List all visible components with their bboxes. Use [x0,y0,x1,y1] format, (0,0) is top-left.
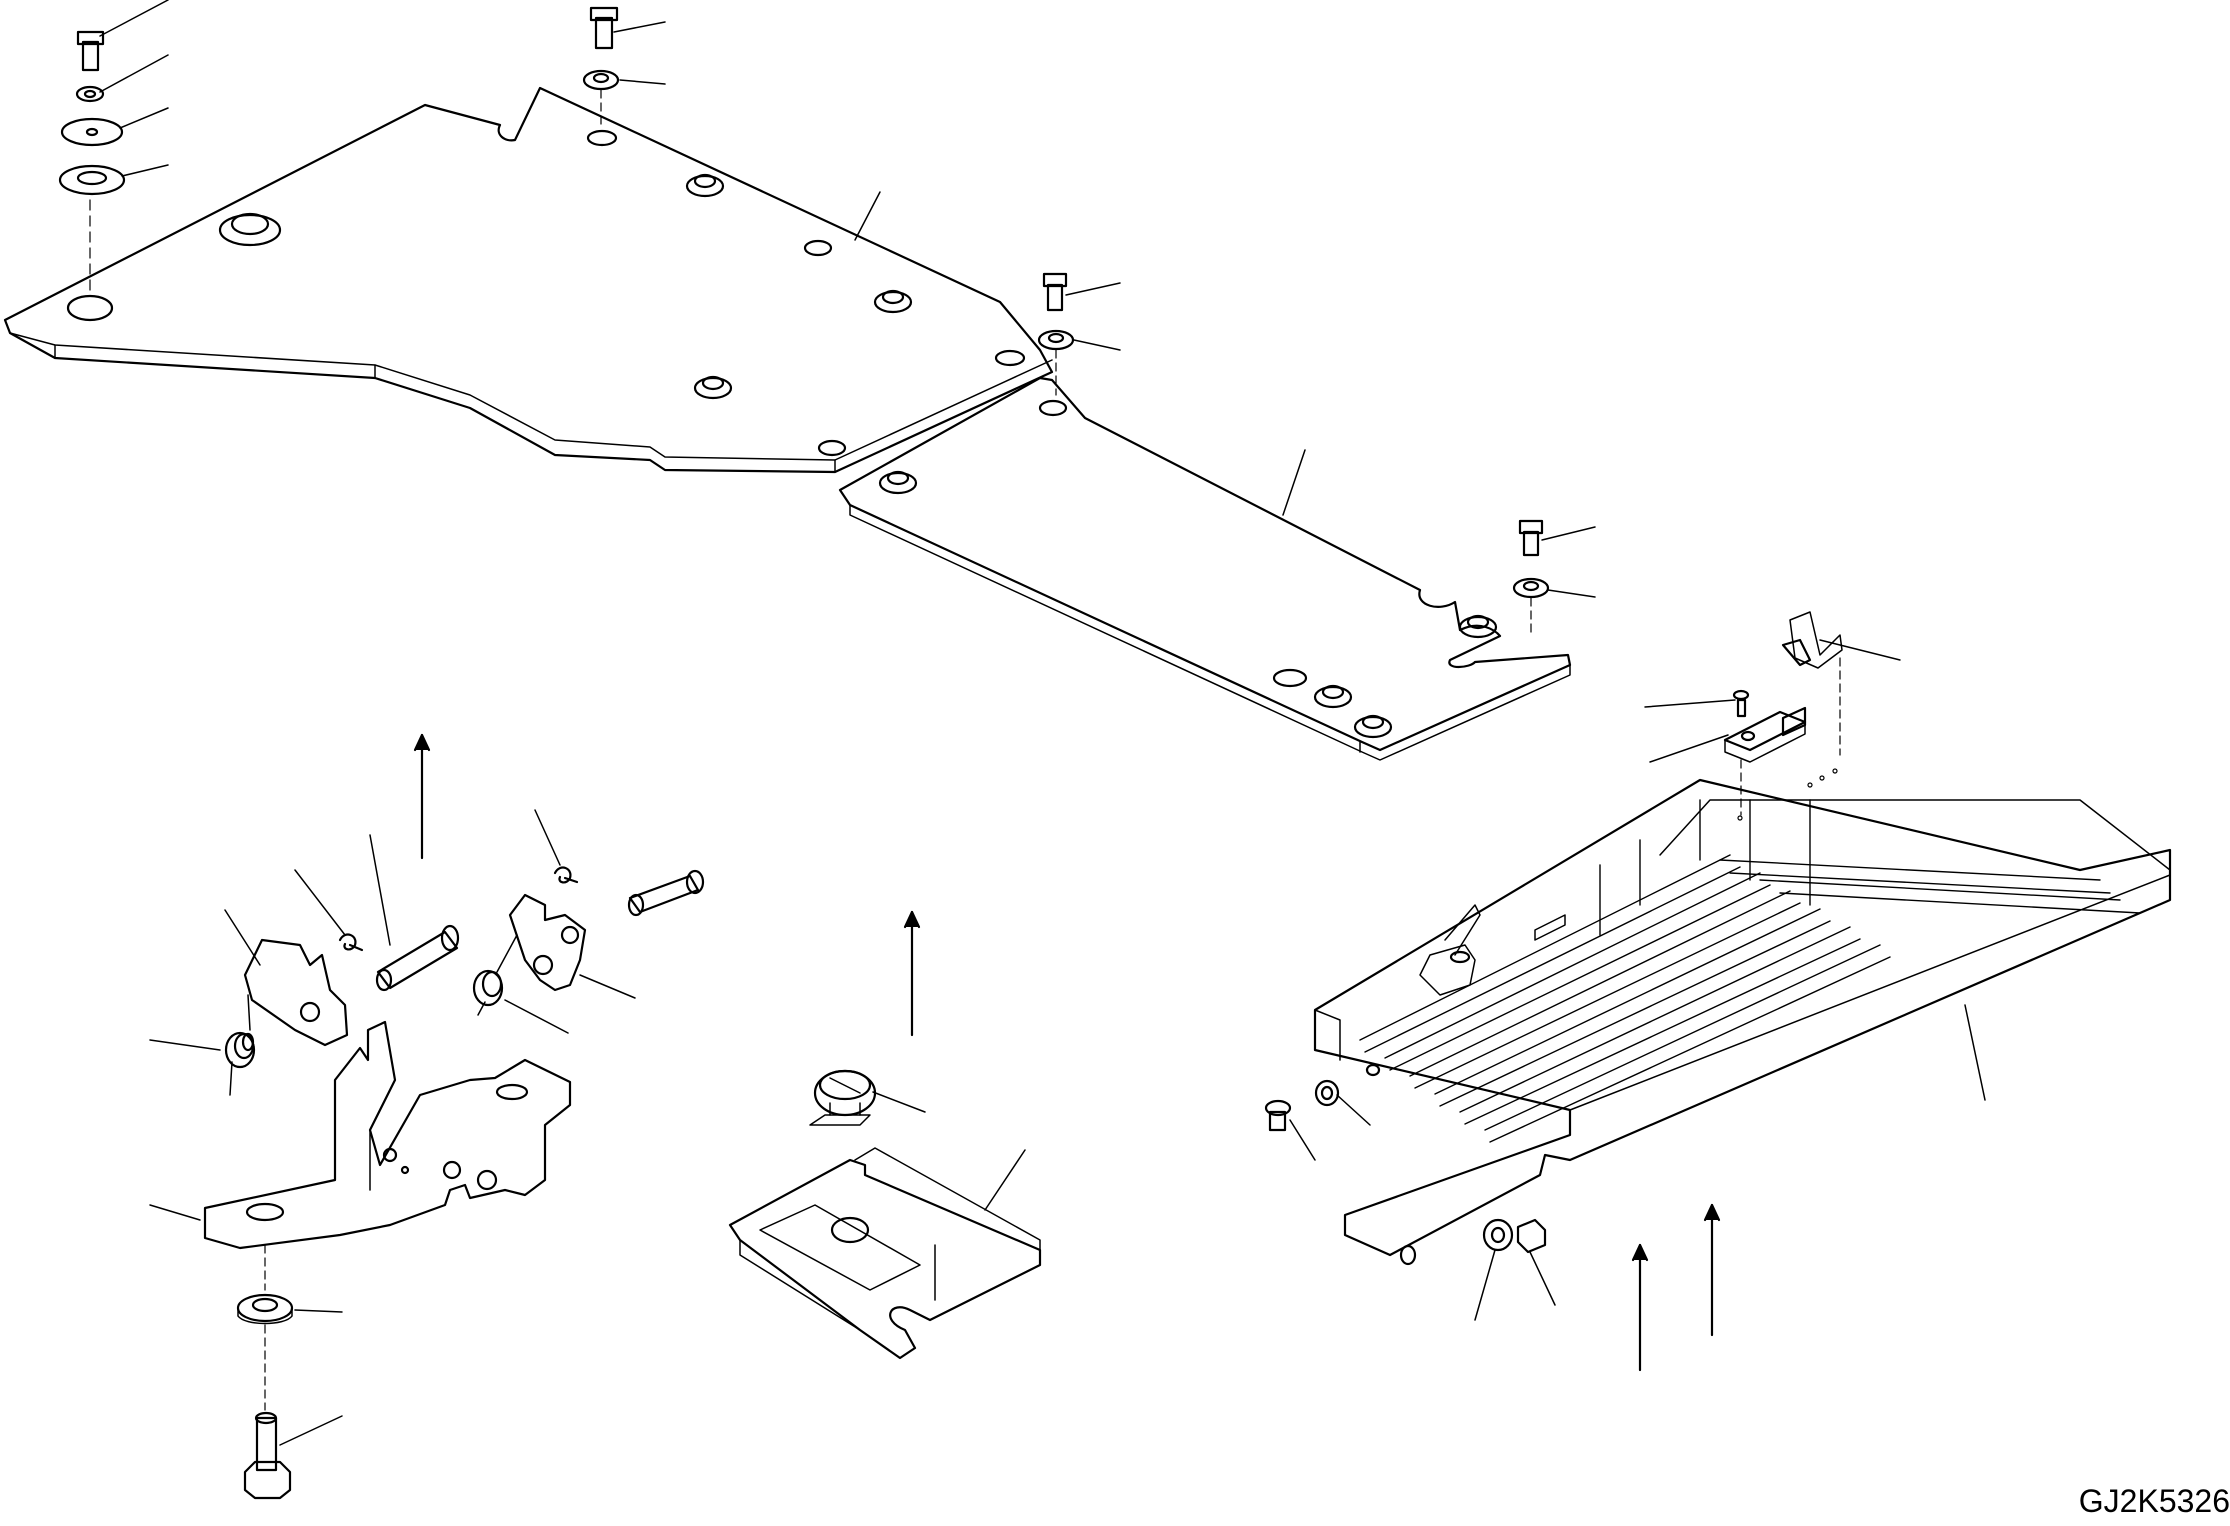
floor-cover-right [838,376,1572,761]
grating-bracket-parts [1644,611,1901,816]
latch-lever [224,909,349,1047]
grating-side-bolts [1264,1079,1556,1321]
bolt-washer-stack-5 [236,1293,343,1500]
drawing-reference-code: GJ2K5326 [2078,1483,2230,1519]
step-grating [1313,768,2172,1266]
flange-bolt [218,173,913,400]
bolt-washer-stack-1 [58,0,169,291]
direction-arrow [413,733,431,860]
torsion-spring [149,934,569,1096]
direction-arrow [1631,1203,1721,1372]
flange-bolt [878,470,1498,739]
direction-arrow [903,910,921,1037]
bolt-washer-stack-3 [1037,272,1121,396]
latch-pin [369,834,705,992]
latch-hook [508,893,636,999]
snap-clip [294,809,579,952]
latch-striker [728,1069,1042,1360]
bolt-washer-stack-2 [582,6,666,129]
floor-cover-left [3,86,1054,474]
hood-latch-bracket [149,1020,572,1291]
bolt-washer-stack-4 [1512,519,1596,636]
